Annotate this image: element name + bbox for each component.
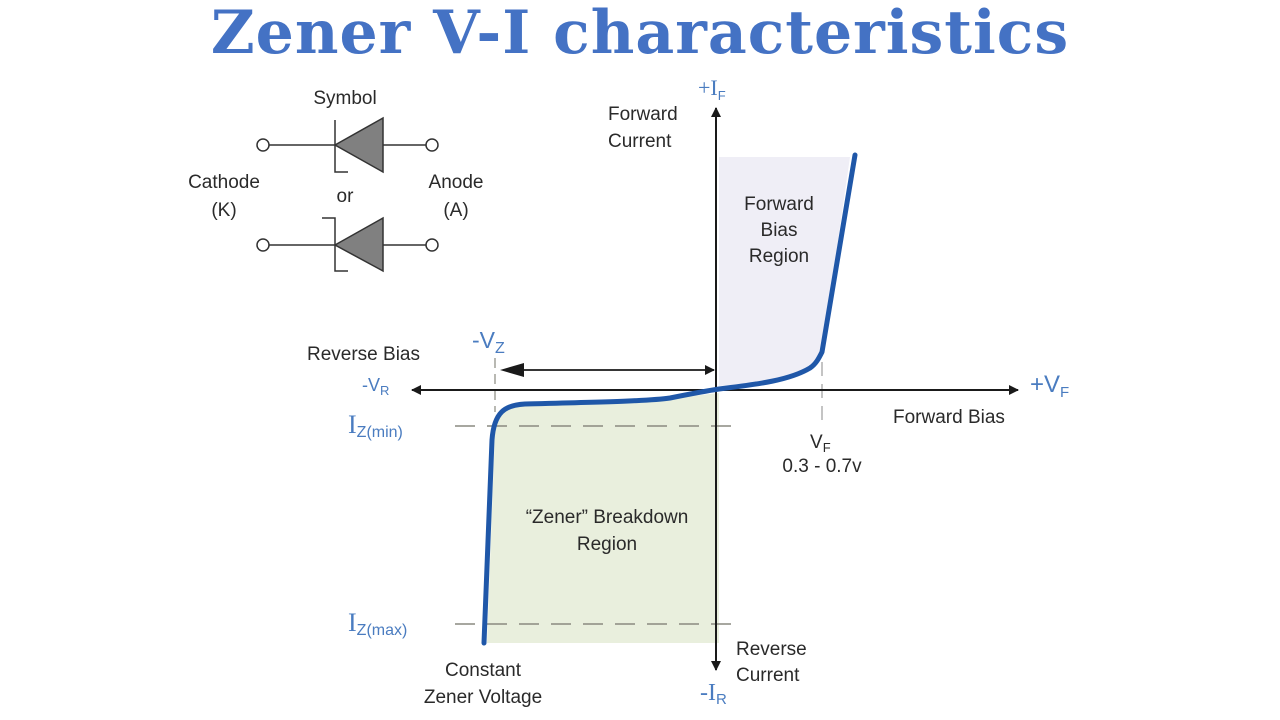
anode-abbr: (A) <box>443 200 468 221</box>
x-negative-label: -VR <box>362 375 389 398</box>
zener-region-label-2: Region <box>577 534 637 555</box>
vz-span-arrowhead-left <box>500 363 524 377</box>
x-negative-caption: Reverse Bias <box>307 344 420 365</box>
zener-symbol-1 <box>256 116 439 174</box>
symbol-or-label: or <box>337 186 355 207</box>
slide-title: Zener V-I characteristics <box>210 0 1070 68</box>
zener-region-label-1: “Zener” Breakdown <box>526 507 689 528</box>
zener-symbol-2 <box>256 216 439 273</box>
symbol-heading: Symbol <box>313 88 376 109</box>
forward-region-label-2: Bias <box>761 220 798 241</box>
y-positive-caption-2: Current <box>608 131 672 152</box>
cathode-abbr: (K) <box>211 200 236 221</box>
x-positive-caption: Forward Bias <box>893 407 1005 428</box>
y-negative-caption-2: Current <box>736 665 800 686</box>
vf-label: VF <box>810 432 831 455</box>
forward-bias-region-fill <box>719 157 850 386</box>
vf-range-label: 0.3 - 0.7v <box>782 456 862 477</box>
iz-max-label: IZ(max) <box>348 608 407 639</box>
anode-label: Anode <box>429 172 484 193</box>
zener-region-fill <box>487 393 719 643</box>
y-positive-caption-1: Forward <box>608 104 678 125</box>
forward-region-label-3: Region <box>749 246 809 267</box>
y-negative-caption-1: Reverse <box>736 639 807 660</box>
cathode-terminal <box>256 138 270 152</box>
constant-zener-caption-2: Zener Voltage <box>424 687 542 708</box>
forward-region-label-1: Forward <box>744 194 814 215</box>
constant-zener-caption-1: Constant <box>445 660 522 681</box>
x-positive-label: +VF <box>1030 371 1069 401</box>
vz-label: -VZ <box>472 327 505 357</box>
vi-characteristic-curve <box>481 152 858 646</box>
anode-terminal <box>425 138 439 152</box>
cathode-label: Cathode <box>188 172 260 193</box>
iz-min-label: IZ(min) <box>348 410 403 441</box>
y-positive-label: +IF <box>698 75 726 103</box>
y-negative-label: -IR <box>700 680 727 708</box>
